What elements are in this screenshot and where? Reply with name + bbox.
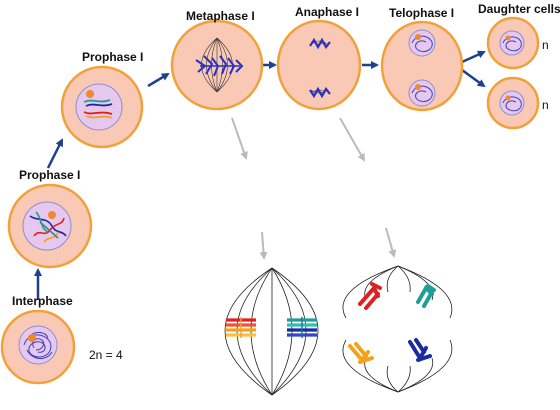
metaphase-cell xyxy=(170,19,264,111)
prophase-early-nucleolus xyxy=(48,211,56,219)
metaphase-detail-chromosomes-left xyxy=(226,317,256,338)
anaphase-detail-chromosome-orange xyxy=(348,342,374,364)
anaphase-chromosomes-top xyxy=(309,37,331,50)
anaphase-chromosomes-bottom xyxy=(309,86,331,99)
detail-arrow-anaphase-1 xyxy=(339,117,365,162)
telophase-nucleus-top xyxy=(408,29,436,57)
flow-arrows xyxy=(34,50,486,300)
label-ploidy-parent: 2n = 4 xyxy=(89,348,123,362)
interphase-cell xyxy=(0,309,76,385)
metaphase-detail-chromosomes-right xyxy=(287,317,317,338)
anaphase-detail-chromosome-teal xyxy=(416,284,436,308)
detail-arrows xyxy=(231,117,397,260)
anaphase-cell xyxy=(276,19,362,111)
label-prophase-early: Prophase I xyxy=(19,168,80,182)
label-ploidy-daughter-top: n xyxy=(542,38,549,52)
interphase-nucleolus xyxy=(28,334,36,342)
anaphase-detail xyxy=(342,265,453,393)
label-interphase: Interphase xyxy=(12,294,73,308)
detail-arrow-metaphase-2 xyxy=(259,231,268,260)
prophase-late-chromosomes xyxy=(83,99,113,119)
anaphase-detail-spindle xyxy=(342,265,453,393)
label-anaphase: Anaphase I xyxy=(295,5,359,19)
prophase-early-cell xyxy=(7,183,93,269)
prophase-late-nucleolus xyxy=(86,90,94,98)
detail-arrow-metaphase-1 xyxy=(231,117,248,160)
detail-arrow-anaphase-2 xyxy=(385,227,397,258)
metaphase-chromosomes xyxy=(195,55,244,77)
arrow-prophase-to-prophase xyxy=(46,138,64,169)
prophase-late-cell xyxy=(60,65,144,149)
label-ploidy-daughter-bottom: n xyxy=(542,98,549,112)
metaphase-detail xyxy=(224,267,319,396)
arrow-telophase-to-daughter-top xyxy=(461,50,486,64)
label-prophase-late: Prophase I xyxy=(82,50,143,64)
prophase-early-nucleus xyxy=(22,201,72,251)
telophase-nucleus-bottom xyxy=(408,79,436,107)
metaphase-spindle xyxy=(201,37,233,93)
prophase-early-chromosomes xyxy=(29,211,67,243)
daughter-cell-top xyxy=(486,16,540,70)
anaphase-detail-chromosome-red xyxy=(358,282,382,310)
arrow-telophase-to-daughter-bottom xyxy=(461,68,486,88)
interphase-chromatin xyxy=(23,331,53,359)
telophase-cell xyxy=(380,20,464,112)
label-telophase: Telophase I xyxy=(389,6,454,20)
daughter-cell-bottom xyxy=(486,76,540,130)
prophase-late-nucleus xyxy=(75,83,123,131)
label-metaphase: Metaphase I xyxy=(186,9,255,23)
arrow-prophase-to-metaphase xyxy=(147,72,170,88)
label-daughter-cells: Daughter cells xyxy=(478,2,560,16)
anaphase-detail-chromosome-navy xyxy=(408,338,432,362)
